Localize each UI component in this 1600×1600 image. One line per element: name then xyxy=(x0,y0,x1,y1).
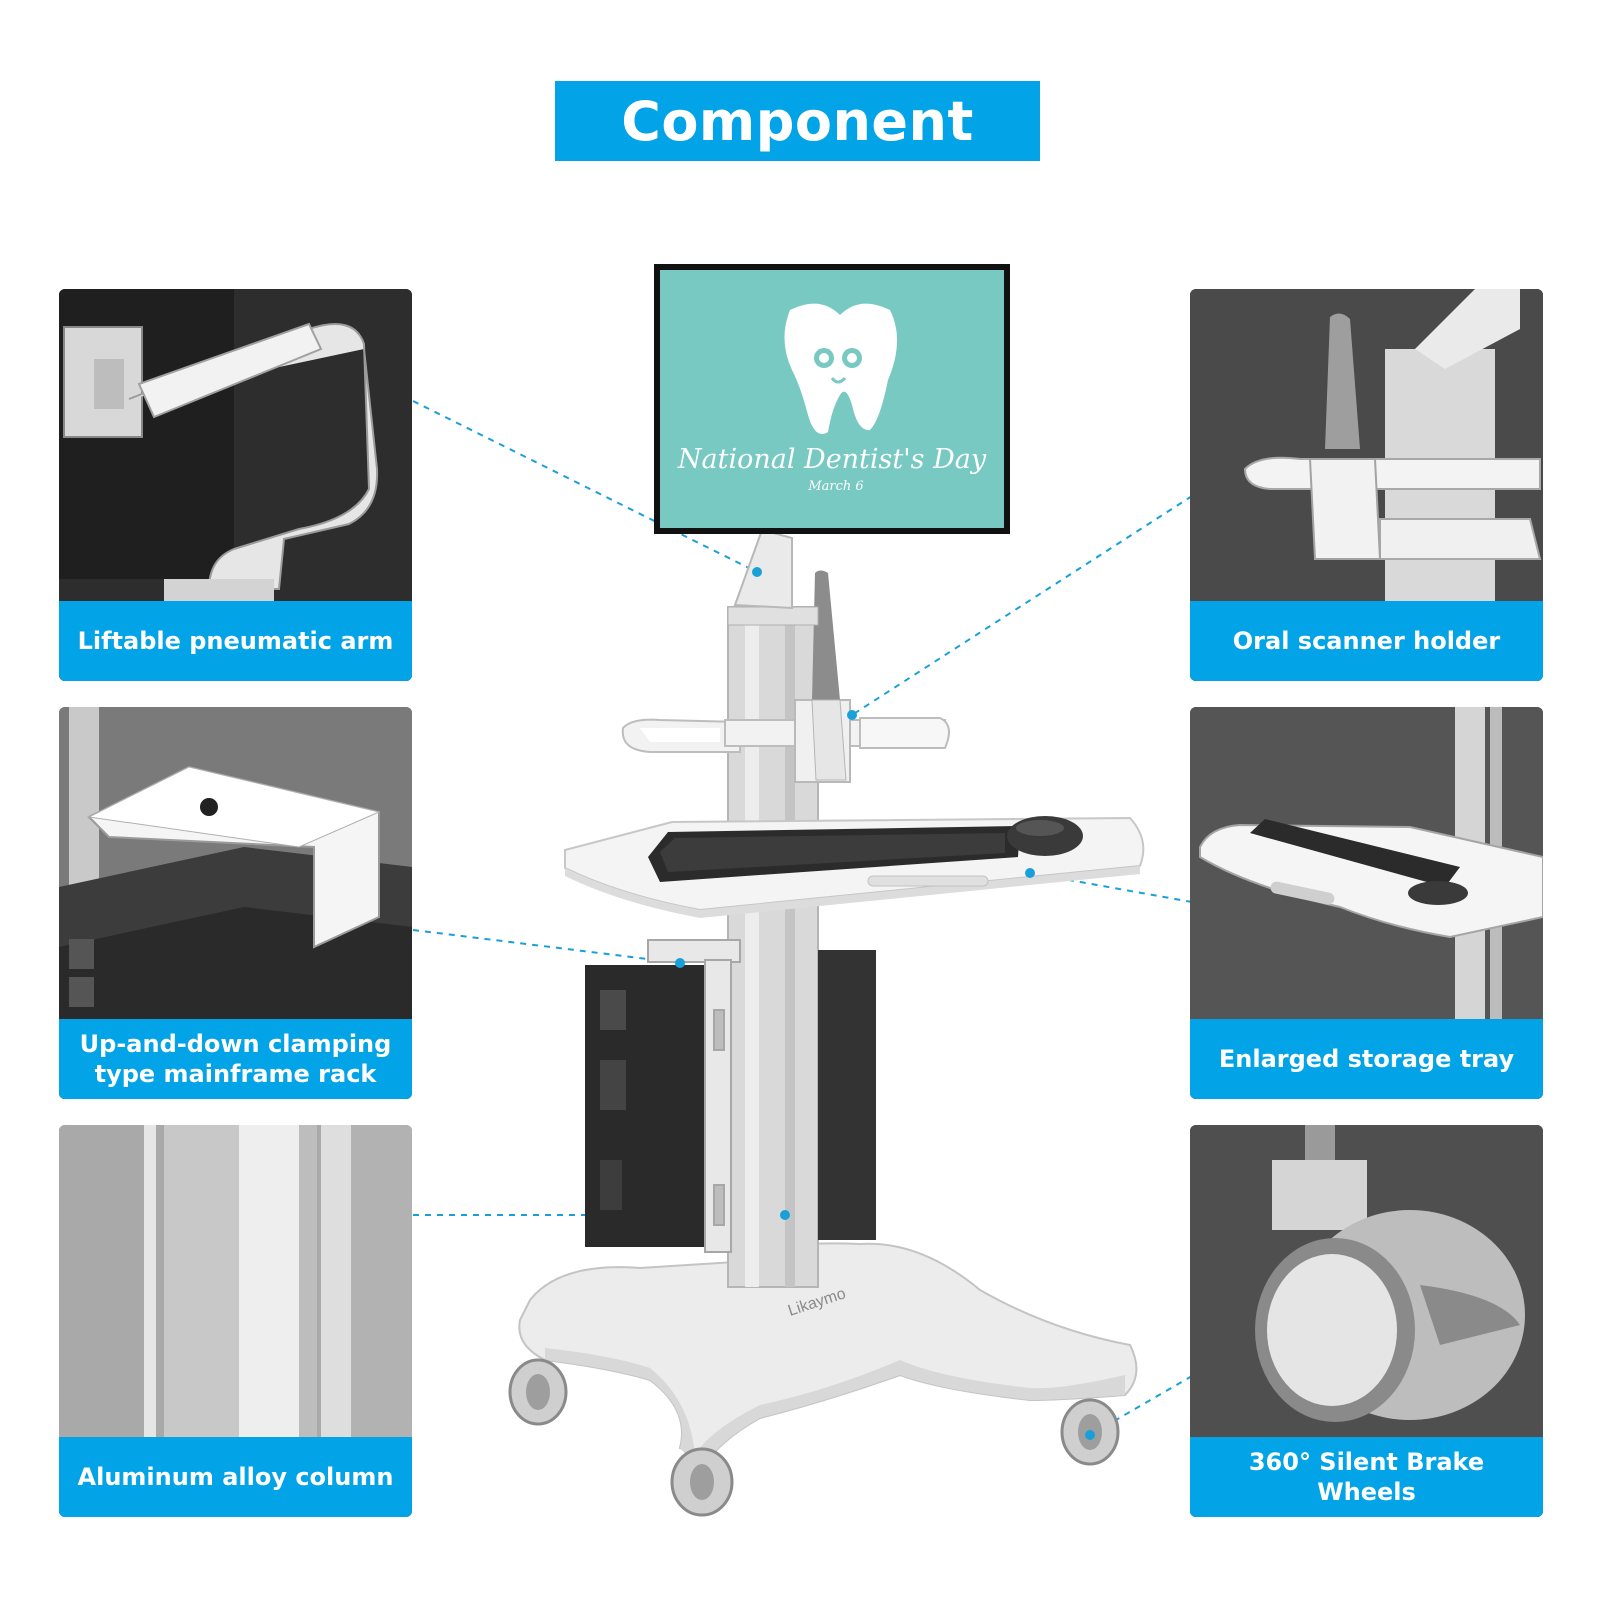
connector-dots xyxy=(675,567,1095,1440)
feature-panel-column: Aluminum alloy column xyxy=(59,1125,412,1517)
monitor: National Dentist's Day March 6 xyxy=(654,264,1010,534)
feature-label-scanner: Oral scanner holder xyxy=(1190,601,1543,681)
page-title: Component xyxy=(621,89,974,153)
connector-scanner xyxy=(851,495,1193,716)
keyboard xyxy=(648,826,1020,882)
connector-arm xyxy=(412,400,758,573)
mainframe-rack xyxy=(647,939,741,1253)
feature-label-wheels: 360° Silent Brake Wheels xyxy=(1190,1437,1543,1517)
tooth-icon xyxy=(784,303,898,434)
feature-label-column: Aluminum alloy column xyxy=(59,1437,412,1517)
feature-label-arm: Liftable pneumatic arm xyxy=(59,601,412,681)
feature-label-tray: Enlarged storage tray xyxy=(1190,1019,1543,1099)
feature-panel-tray: Enlarged storage tray xyxy=(1190,707,1543,1099)
oral-scanner xyxy=(811,570,847,781)
cart-base: Likaymo xyxy=(518,1242,1138,1472)
feature-label-rack: Up-and-down clamping type mainframe rack xyxy=(59,1019,412,1099)
storage-tray xyxy=(564,816,1145,918)
feature-panel-arm: Liftable pneumatic arm xyxy=(59,289,412,681)
feature-panel-wheels: 360° Silent Brake Wheels xyxy=(1190,1125,1543,1517)
feature-panel-scanner: Oral scanner holder xyxy=(1190,289,1543,681)
cart-wheels xyxy=(508,1358,1120,1517)
pc-tower xyxy=(585,950,876,1247)
feature-panel-rack: Up-and-down clamping type mainframe rack xyxy=(59,707,412,1099)
connector-rack xyxy=(412,929,681,964)
mouse xyxy=(1007,816,1083,856)
screen-date: March 6 xyxy=(807,479,863,494)
screen-headline: National Dentist's Day xyxy=(677,444,987,475)
title-banner: Component xyxy=(555,81,1040,161)
monitor-arm xyxy=(727,528,819,626)
